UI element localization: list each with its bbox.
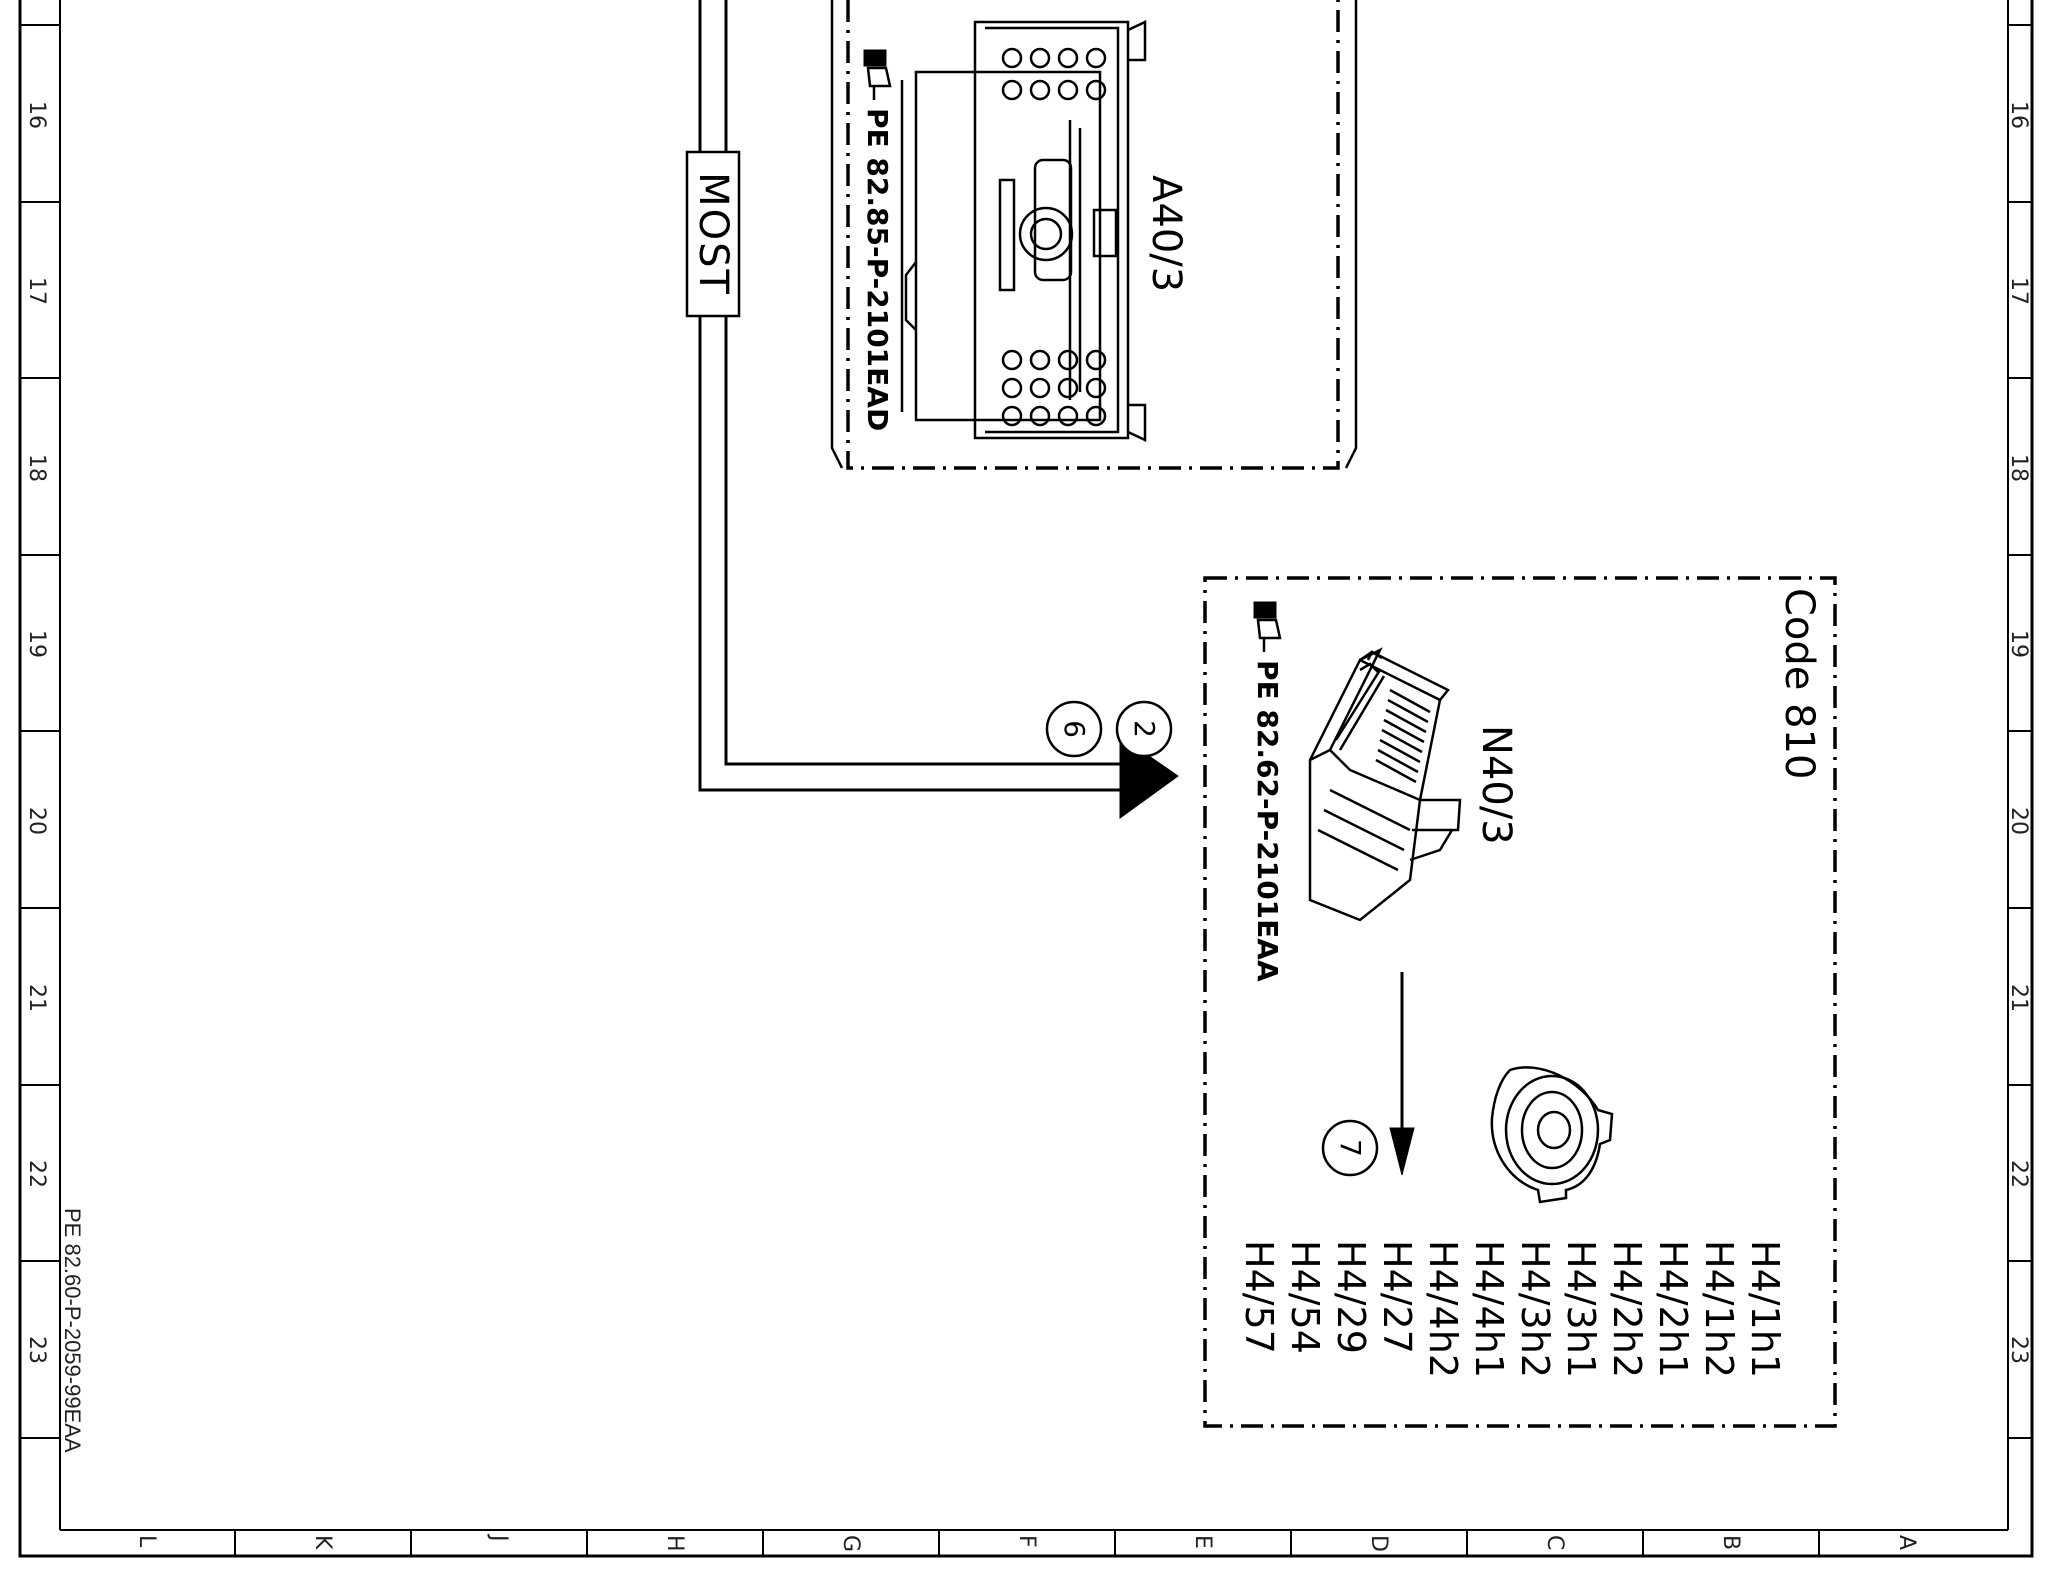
a40-3-reference: PE 82.85-P-2101EAD [861,108,894,431]
connection-number-2: 2 [1115,700,1173,758]
column-label: A [1894,1535,1919,1550]
speaker-item: H4/1h2 [1697,1240,1741,1378]
column-label: C [1542,1535,1567,1550]
row-label: 22 [2006,1160,2031,1188]
reference-hand-icon [1253,601,1282,652]
row-label: 23 [2006,1336,2031,1364]
column-label: L [134,1535,159,1548]
column-label: K [310,1535,335,1550]
drawing-frame [18,0,2034,1558]
row-label: 16 [24,101,49,129]
row-label: 21 [24,984,49,1012]
speaker-item: H4/1h1 [1743,1240,1787,1378]
reference-hand-icon [863,49,892,100]
row-label: 19 [24,630,49,658]
svg-text:2: 2 [1128,720,1161,738]
row-label: 16 [2006,101,2031,129]
speaker-item: H4/3h1 [1559,1240,1603,1378]
row-label: 18 [24,454,49,482]
a40-3-component: PE 82.85-P-2101EAD A40/3 [830,0,1358,470]
n40-3-component: Code 810 PE 82.62-P-2101EAA N40/3 [1203,576,1837,1428]
speaker-item: H4/27 [1375,1240,1419,1354]
head-unit-icon [900,20,1147,442]
row-ruler-left: 16 17 18 19 20 21 22 23 [20,24,60,1439]
row-label: 20 [2006,807,2031,835]
speaker-item: H4/4h2 [1421,1240,1465,1378]
row-label: 18 [2006,454,2031,482]
output-arrow [1389,972,1415,1176]
speaker-icon [1490,1066,1614,1204]
svg-text:7: 7 [1334,1139,1367,1157]
amplifier-module-icon [1308,647,1462,922]
connection-number-6: 6 [1045,700,1103,758]
speaker-item: H4/4h1 [1467,1240,1511,1378]
row-label: 19 [2006,630,2031,658]
most-bus-line [698,0,1179,819]
column-label: G [838,1535,863,1552]
code-810-label: Code 810 [1776,588,1822,779]
row-label: 22 [24,1160,49,1188]
most-label-text: MOST [690,172,736,296]
column-label: F [1014,1535,1039,1548]
speaker-item: H4/57 [1237,1240,1281,1354]
a40-3-designation: A40/3 [1143,175,1189,292]
column-label: E [1190,1535,1215,1549]
drawing-reference: PE 82.60-P-2059-99EAA [60,1208,85,1453]
most-bus-label: MOST [685,150,741,318]
column-label: J [486,1533,511,1542]
row-ruler-right: 16 17 18 19 20 21 22 23 [2006,24,2032,1439]
speaker-item: H4/54 [1283,1240,1327,1354]
column-label: H [662,1535,687,1552]
column-label: B [1718,1535,1743,1550]
n40-3-designation: N40/3 [1473,725,1519,845]
column-ruler-bottom: L K J H G F E D C B A [134,1530,1919,1556]
speaker-item: H4/2h1 [1651,1240,1695,1378]
row-label: 17 [24,277,49,305]
speaker-item: H4/29 [1329,1240,1373,1354]
row-label: 21 [2006,984,2031,1012]
row-label: 20 [24,807,49,835]
n40-3-reference: PE 82.62-P-2101EAA [1251,660,1284,982]
row-label: 23 [24,1336,49,1364]
output-number-7: 7 [1321,1119,1379,1177]
speaker-item: H4/3h2 [1513,1240,1557,1378]
column-label: D [1366,1535,1391,1552]
speaker-item: H4/2h2 [1605,1240,1649,1378]
speaker-list: H4/1h1 H4/1h2 H4/2h1 H4/2h2 H4/3h1 H4/3h… [1237,1240,1787,1378]
svg-text:6: 6 [1058,720,1091,738]
row-label: 17 [2006,277,2031,305]
